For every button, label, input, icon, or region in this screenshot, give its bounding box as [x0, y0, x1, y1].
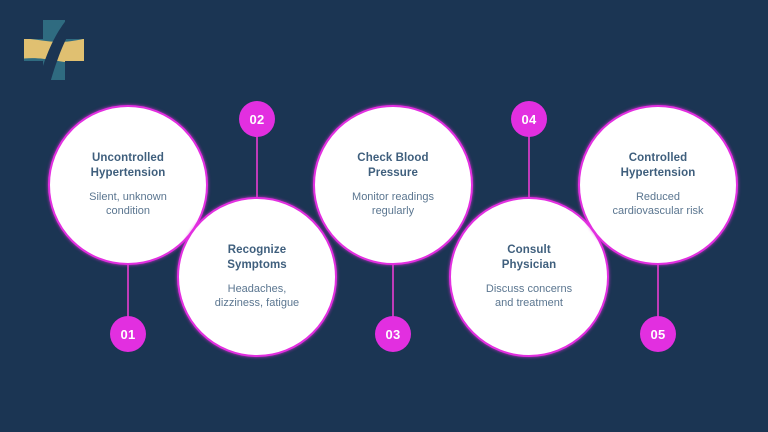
step-number-badge[interactable]: 05 — [640, 316, 676, 352]
step-number-badge[interactable]: 04 — [511, 101, 547, 137]
medical-cross-logo — [18, 14, 90, 86]
step-connector-line — [528, 135, 530, 201]
step-connector-line — [392, 261, 394, 318]
step-connector-line — [657, 261, 659, 318]
step-number-badge[interactable]: 03 — [375, 316, 411, 352]
step-description: Headaches,dizziness, fatigue — [214, 282, 300, 310]
step-number-badge[interactable]: 02 — [239, 101, 275, 137]
step-number-badge[interactable]: 01 — [110, 316, 146, 352]
step-connector-line — [256, 135, 258, 201]
step-connector-line — [127, 261, 129, 318]
